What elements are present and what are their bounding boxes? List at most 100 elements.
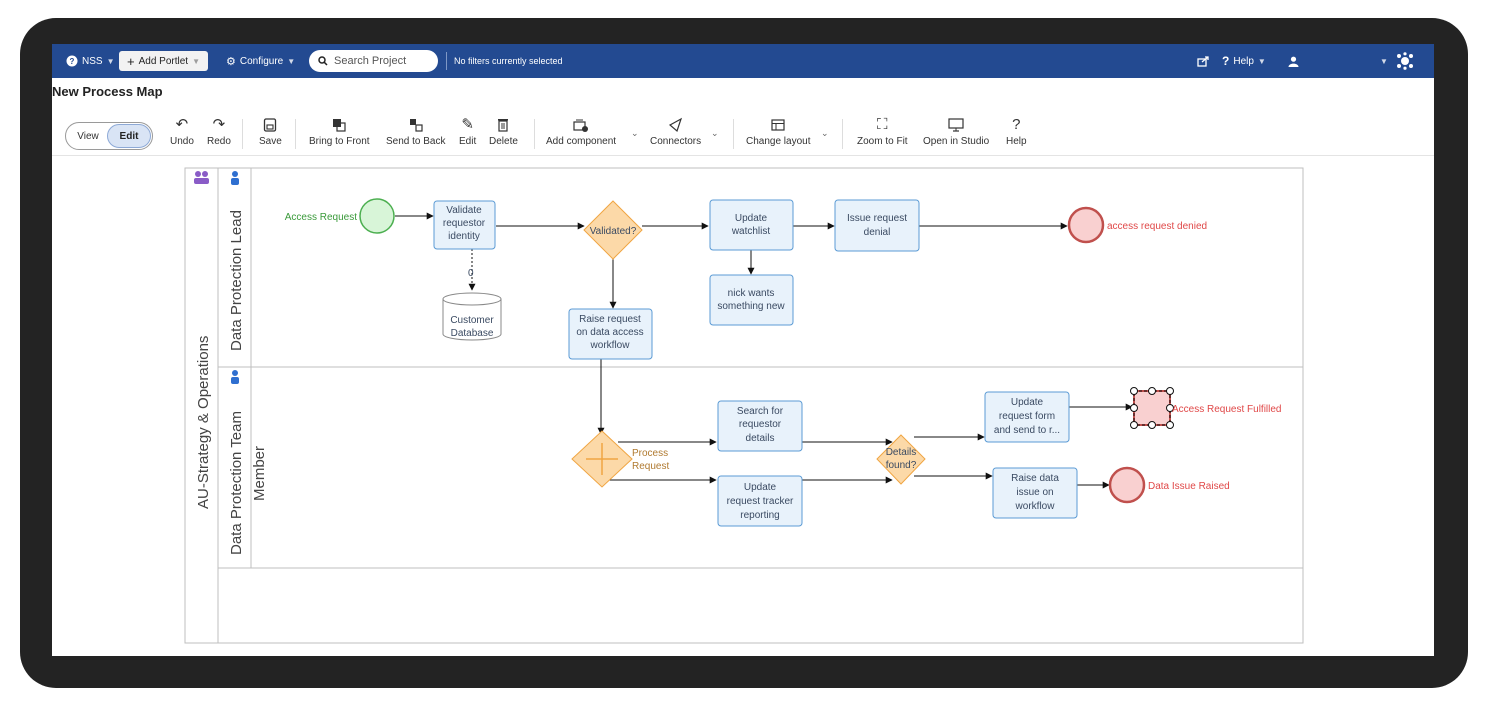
save-icon [264,118,277,132]
trash-icon [498,119,509,132]
end-event-denied[interactable] [1067,206,1105,244]
save-button[interactable]: Save [259,116,282,147]
task-line: Validate [446,205,482,216]
task-raise-request[interactable]: Raise request on data access workflow [568,308,653,360]
task-line: on data access [576,327,643,338]
lane-team-sublabel: Member [251,446,268,501]
layout-icon [771,119,785,131]
task-line: reporting [740,510,779,521]
search-placeholder: Search Project [334,55,407,67]
task-line: identity [448,231,480,242]
resize-handle[interactable] [1166,404,1174,412]
view-mode-button[interactable]: View [77,130,99,142]
chevron-down-icon[interactable]: ⌄ [821,128,829,138]
page-title: New Process Map [52,84,163,99]
resize-handle[interactable] [1166,387,1174,395]
monitor-icon [948,118,964,132]
logo-menu[interactable]: ▼ [1376,52,1414,70]
start-event-label: Access Request [285,212,357,223]
lane-team-icon [231,370,239,384]
nss-label: NSS [82,55,103,67]
task-line: denial [864,227,891,238]
nss-menu[interactable]: ? NSS ▼ [66,52,114,70]
toolbar-divider [295,119,296,149]
pool-icon [194,171,209,184]
svg-text:?: ? [70,57,75,66]
pool-label: AU-Strategy & Operations [195,336,212,509]
gateway-validated-label: Validated? [590,226,637,237]
change-layout-button[interactable]: Change layout [746,116,811,147]
redo-icon: ↷ [212,116,226,133]
chevron-down-icon[interactable]: ⌄ [631,128,639,138]
label-line: Process [632,448,668,459]
gateway-validated[interactable]: Validated? [583,200,643,260]
share-button[interactable] [1197,52,1209,70]
end-event-issue-raised-label: Data Issue Raised [1148,481,1230,492]
send-to-back-icon [409,119,423,132]
configure-menu[interactable]: ⚙ Configure ▼ [226,52,295,70]
add-component-label: Add component [546,136,617,147]
send-to-back-button[interactable]: Send to Back [386,116,445,147]
task-line: details [746,433,775,444]
user-menu[interactable] [1288,52,1299,70]
add-component-button[interactable]: Add component [546,116,616,147]
task-line: request form [999,411,1055,422]
resize-handle[interactable] [1148,387,1156,395]
delete-button[interactable]: Delete [489,116,518,147]
end-event-fulfilled[interactable] [1130,387,1174,429]
bring-to-front-label: Bring to Front [309,136,370,147]
chevron-down-icon: ▼ [192,56,200,66]
task-line: request tracker [727,496,794,507]
gear-icon: ⚙ [226,55,236,68]
toolbar-divider [842,119,843,149]
open-in-studio-button[interactable]: Open in Studio [923,116,989,147]
undo-button[interactable]: ↶ Undo [170,116,194,147]
view-edit-toggle[interactable]: View Edit [65,122,153,150]
gateway-parallel[interactable] [571,430,633,488]
resize-handle[interactable] [1130,404,1138,412]
edit-mode-button[interactable]: Edit [107,124,151,148]
toolbar-divider [242,119,243,149]
fullscreen-icon: ⛶ [877,116,888,133]
end-event-issue-raised[interactable] [1108,466,1146,504]
connectors-button[interactable]: Connectors [650,116,701,147]
configure-label: Configure [239,55,284,67]
add-portlet-button[interactable]: + Add Portlet ▼ [119,51,208,71]
plus-icon: + [127,53,135,69]
zoom-to-fit-label: Zoom to Fit [857,136,908,147]
task-line: workflow [1015,501,1056,512]
help-button[interactable]: ? Help [1006,116,1027,147]
resize-handle[interactable] [1130,387,1138,395]
start-event[interactable] [359,198,395,234]
task-line: Raise request [579,314,641,325]
edit-button[interactable]: ✎ Edit [459,116,476,147]
search-input[interactable]: Search Project [309,50,438,72]
resize-handle[interactable] [1130,421,1138,429]
resize-handle[interactable] [1148,421,1156,429]
process-map-canvas[interactable]: AU-Strategy & Operations Data Protection… [52,44,1434,656]
bring-to-front-button[interactable]: Bring to Front [309,116,370,147]
association-label: 0 [468,268,474,279]
zoom-to-fit-button[interactable]: ⛶ Zoom to Fit [857,116,908,147]
filters-status: No filters currently selected [454,56,563,66]
help-menu[interactable]: ? Help ▼ [1222,52,1266,70]
redo-button[interactable]: ↷ Redo [207,116,231,147]
task-line: workflow [590,340,631,351]
resize-handle[interactable] [1166,421,1174,429]
chevron-down-icon[interactable]: ⌄ [711,128,719,138]
